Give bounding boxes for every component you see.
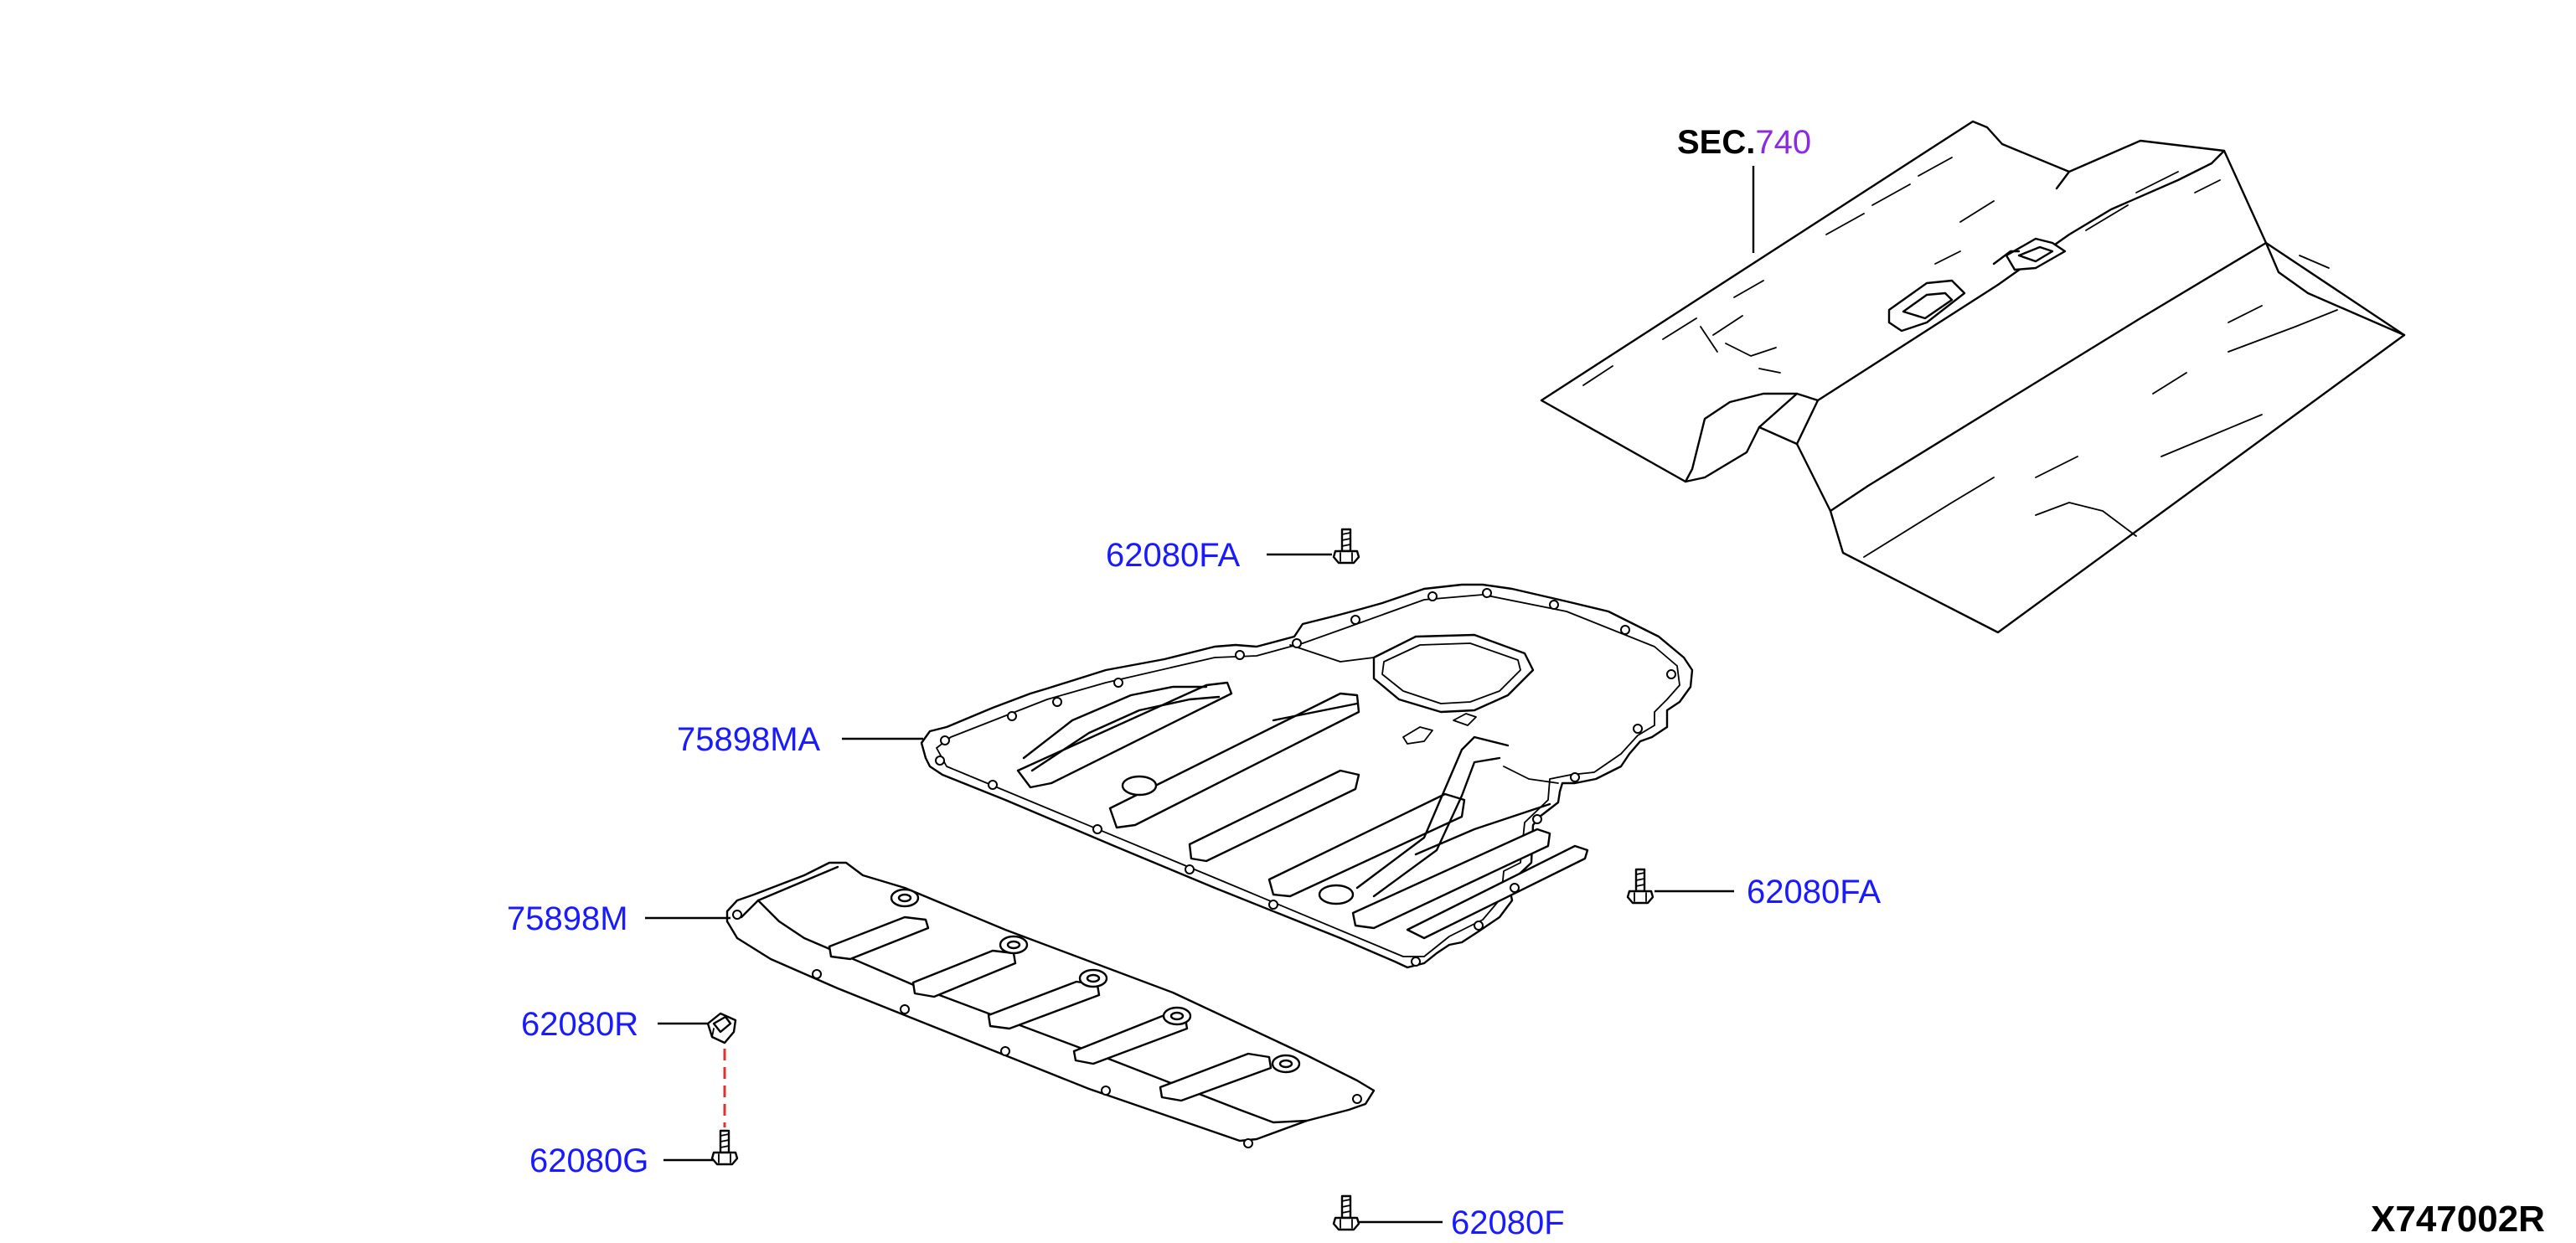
cover-bosses <box>890 888 1301 1074</box>
section-number-link[interactable]: 740 <box>1755 124 1811 161</box>
bolt-62080fa-right-icon <box>1626 868 1655 905</box>
part-label-75898m[interactable]: 75898M <box>507 900 628 937</box>
part-label-62080g[interactable]: 62080G <box>529 1142 648 1179</box>
part-label-62080r[interactable]: 62080R <box>521 1006 638 1043</box>
diagram-id: X747002R <box>2371 1199 2545 1240</box>
bolt-62080g-icon <box>710 1129 739 1166</box>
part-label-75898ma[interactable]: 75898MA <box>677 721 821 758</box>
part-label-62080f[interactable]: 62080F <box>1451 1204 1565 1241</box>
clip-nut-62080r-icon <box>706 1012 737 1044</box>
part-label-62080fa-top[interactable]: 62080FA <box>1106 537 1240 574</box>
section-prefix: SEC. <box>1677 124 1755 161</box>
bolt-62080fa-top-icon <box>1332 528 1360 565</box>
section-ref: SEC.740 <box>1677 124 1811 161</box>
mounting-holes <box>935 588 1676 967</box>
bolt-62080f-icon <box>1332 1194 1360 1231</box>
part-label-62080fa-right[interactable]: 62080FA <box>1747 874 1881 910</box>
under-cover-75898m-illustration <box>725 861 1376 1148</box>
leader-lines <box>645 166 1755 1224</box>
under-cover-75898ma-illustration <box>920 583 1694 969</box>
floor-panel-illustration <box>1540 120 2406 634</box>
